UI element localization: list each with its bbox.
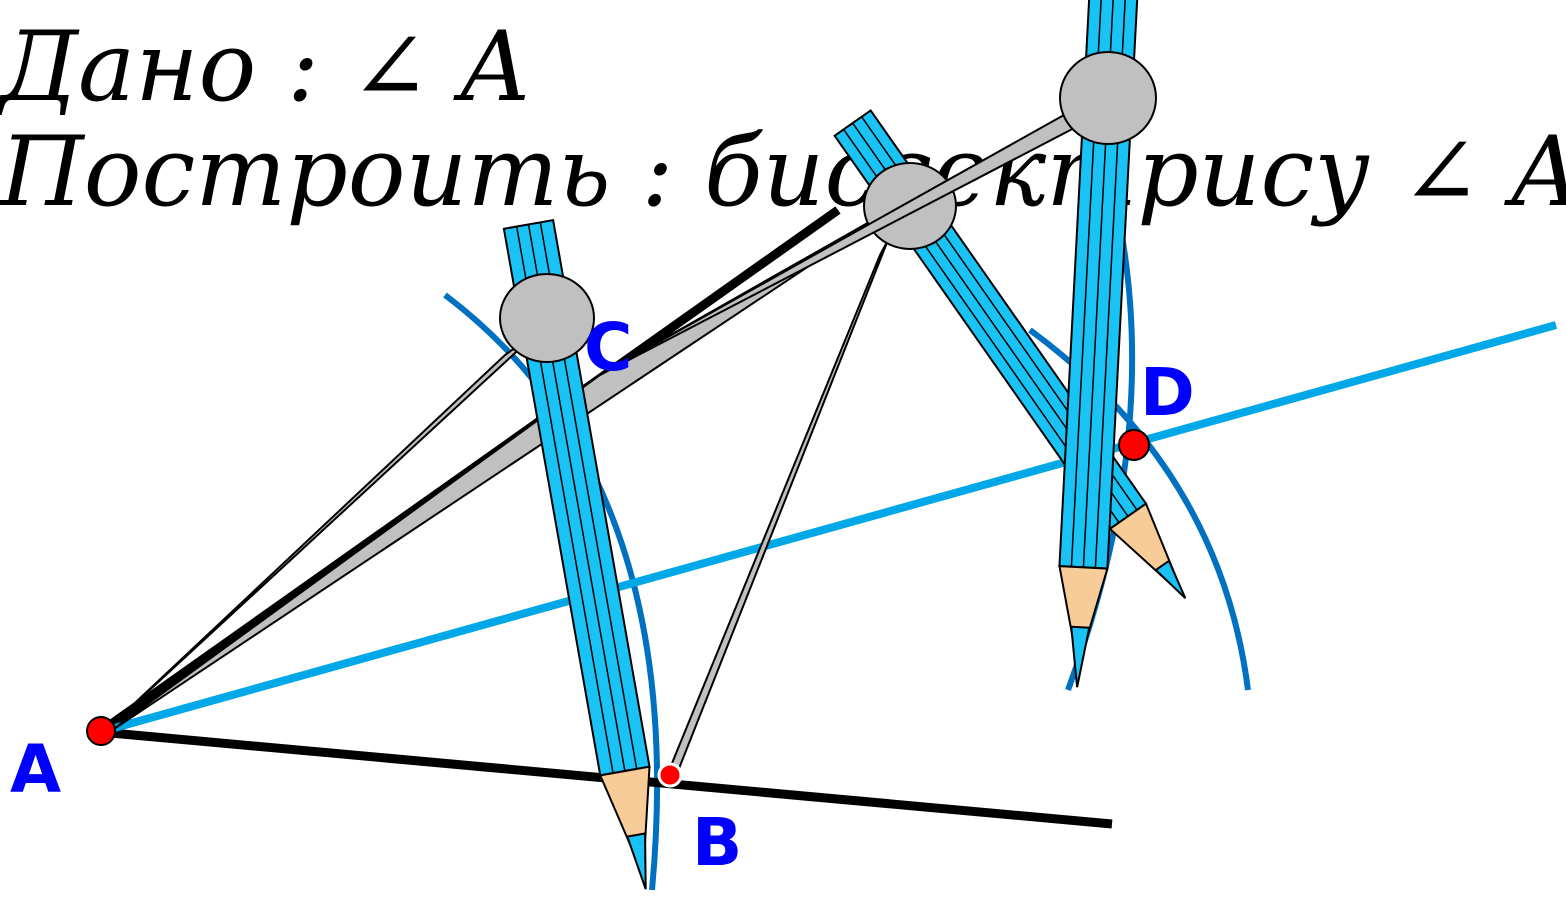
- label-c: C: [584, 309, 632, 386]
- compass-icon: [599, 0, 1157, 688]
- label-d: D: [1140, 354, 1195, 431]
- construct-text: Построить : биссектрису ∠ A: [0, 116, 1566, 228]
- compass-icon: [102, 218, 651, 890]
- bisector-ray: [98, 321, 1558, 736]
- point-a: [86, 716, 116, 746]
- point-d: [1118, 429, 1150, 461]
- point-b: [657, 762, 683, 788]
- label-b: B: [692, 804, 742, 881]
- label-a: A: [10, 731, 61, 808]
- given-text: Дано : ∠ A: [0, 11, 530, 123]
